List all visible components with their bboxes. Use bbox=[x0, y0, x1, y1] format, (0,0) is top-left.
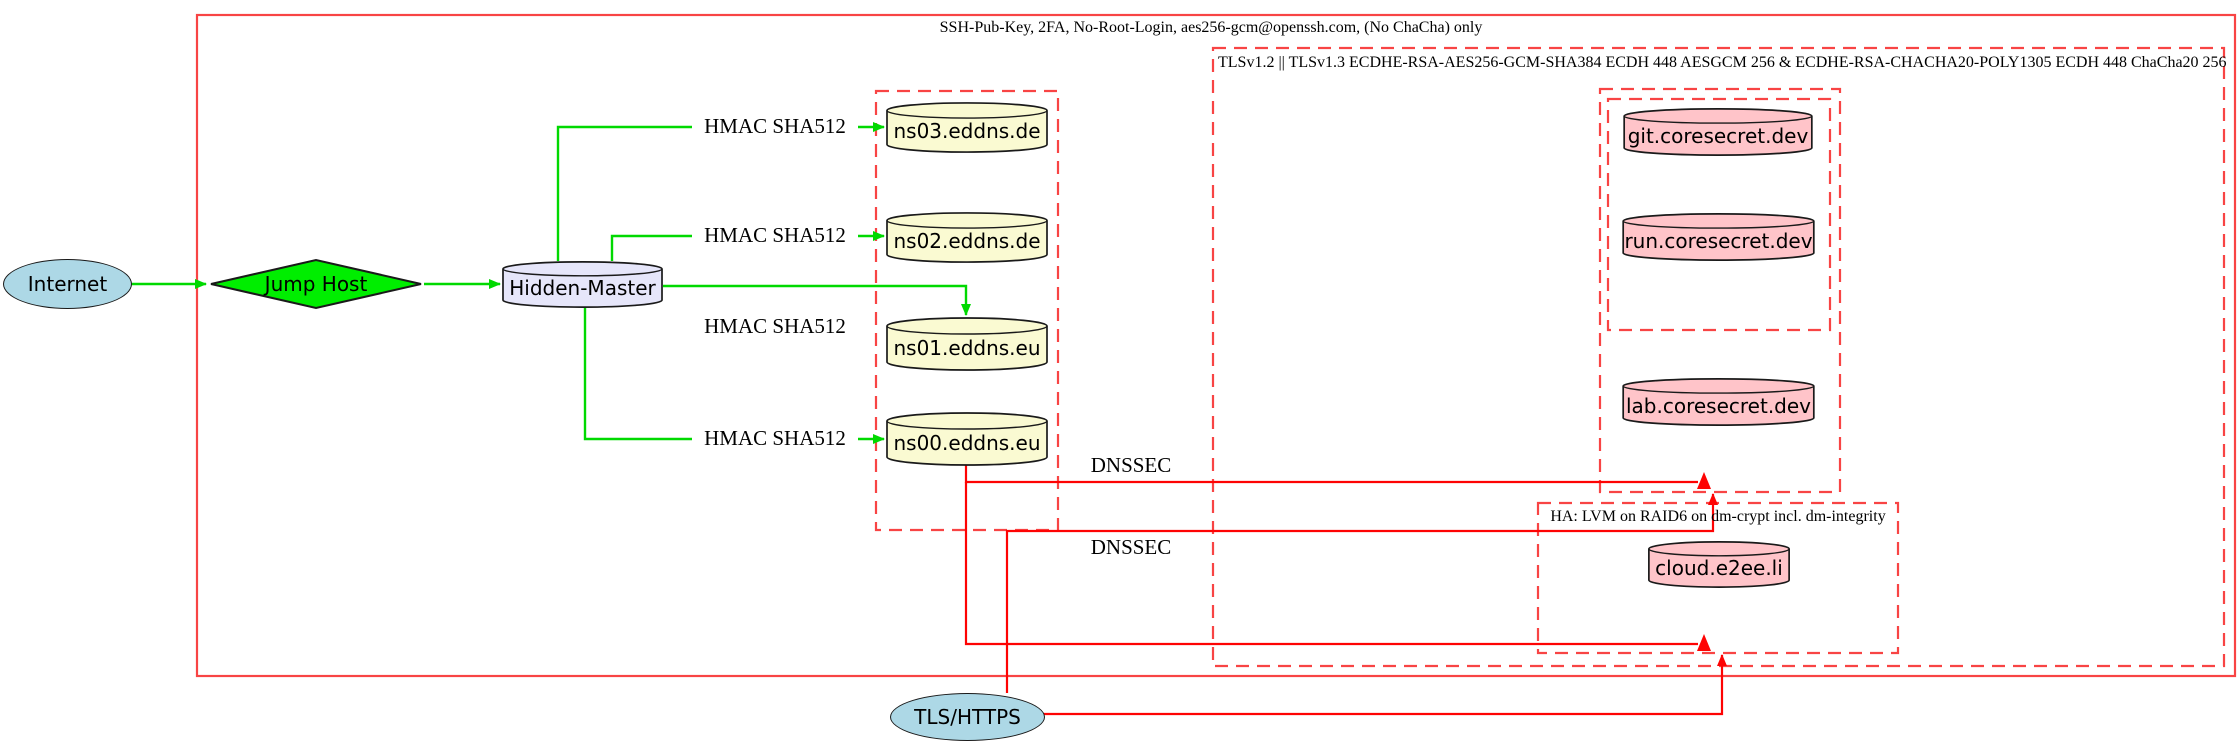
cluster-coresecret-inner-border bbox=[1606, 97, 1832, 332]
lab-coresecret-node: lab.coresecret.dev bbox=[1622, 378, 1815, 426]
cluster-coresecret-outer-border bbox=[1598, 87, 1842, 494]
ns00-node: ns00.eddns.eu bbox=[886, 412, 1048, 466]
edge-label-hmac-2: HMAC SHA512 bbox=[692, 224, 858, 247]
ns01-node: ns01.eddns.eu bbox=[886, 317, 1048, 371]
ns00-cylinder-shape bbox=[886, 412, 1048, 466]
ns03-cylinder-shape bbox=[886, 102, 1048, 153]
ns03-node: ns03.eddns.de bbox=[886, 102, 1048, 153]
run-cylinder-shape bbox=[1622, 213, 1815, 261]
edge-tlshttps-to-coresecret bbox=[1005, 493, 1718, 693]
ns02-node: ns02.eddns.de bbox=[886, 212, 1048, 263]
lab-cylinder-shape bbox=[1622, 378, 1815, 426]
git-coresecret-node: git.coresecret.dev bbox=[1623, 108, 1813, 156]
cloud-cylinder-shape bbox=[1648, 541, 1790, 588]
jump-host-node: Jump Host bbox=[208, 258, 424, 310]
ns01-cylinder-shape bbox=[886, 317, 1048, 371]
git-cylinder-shape bbox=[1623, 108, 1813, 156]
tls-https-node-label: TLS/HTTPS bbox=[914, 705, 1021, 729]
ns02-cylinder-shape bbox=[886, 212, 1048, 263]
edge-hiddenmaster-to-ns01 bbox=[663, 284, 971, 316]
edge-label-hmac-3: HMAC SHA512 bbox=[692, 315, 858, 338]
cluster-ha-border bbox=[1536, 501, 1900, 655]
jump-host-diamond-shape bbox=[210, 258, 422, 310]
tls-https-node: TLS/HTTPS bbox=[890, 693, 1045, 741]
edge-ns00-dnssec-to-ha bbox=[964, 482, 1698, 646]
cluster-tls-label: TLSv1.2 || TLSv1.3 ECDHE-RSA-AES256-GCM-… bbox=[1218, 54, 2227, 71]
arrowhead-dnssec-ha bbox=[1697, 634, 1711, 651]
cloud-e2ee-node-label: cloud.e2ee.li bbox=[1655, 556, 1783, 580]
run-coresecret-node: run.coresecret.dev bbox=[1622, 213, 1815, 261]
cluster-ha-label: HA: LVM on RAID6 on dm-crypt incl. dm-in… bbox=[1550, 508, 1886, 525]
edge-label-dnssec-2: DNSSEC bbox=[1074, 536, 1188, 559]
cluster-ssh-label: SSH-Pub-Key, 2FA, No-Root-Login, aes256-… bbox=[939, 19, 1483, 36]
cluster-ssh-border bbox=[195, 13, 2237, 678]
edge-label-hmac-4: HMAC SHA512 bbox=[692, 427, 858, 450]
internet-node-label: Internet bbox=[27, 272, 108, 296]
run-coresecret-node-label: run.coresecret.dev bbox=[1624, 228, 1813, 253]
hidden-master-cylinder-shape bbox=[502, 261, 663, 308]
cluster-tls-border bbox=[1211, 46, 2226, 668]
cloud-e2ee-node: cloud.e2ee.li bbox=[1648, 541, 1790, 588]
edge-tlshttps-to-ha bbox=[1043, 654, 1727, 716]
edge-label-hmac-1: HMAC SHA512 bbox=[692, 115, 858, 138]
cluster-nameservers-border bbox=[874, 89, 1060, 532]
git-coresecret-node-label: git.coresecret.dev bbox=[1627, 123, 1809, 148]
hidden-master-node-label: Hidden-Master bbox=[509, 276, 656, 300]
ns03-node-label: ns03.eddns.de bbox=[893, 119, 1041, 143]
ns00-node-label: ns00.eddns.eu bbox=[893, 430, 1041, 455]
arrowhead-dnssec-coresecret bbox=[1697, 472, 1711, 489]
hidden-master-node: Hidden-Master bbox=[502, 261, 663, 308]
lab-coresecret-node-label: lab.coresecret.dev bbox=[1625, 393, 1812, 418]
ns02-node-label: ns02.eddns.de bbox=[893, 229, 1041, 253]
internet-node: Internet bbox=[3, 259, 132, 309]
edge-label-dnssec-1: DNSSEC bbox=[1074, 454, 1188, 477]
ns01-node-label: ns01.eddns.eu bbox=[893, 335, 1041, 360]
jump-host-node-label: Jump Host bbox=[264, 272, 368, 296]
